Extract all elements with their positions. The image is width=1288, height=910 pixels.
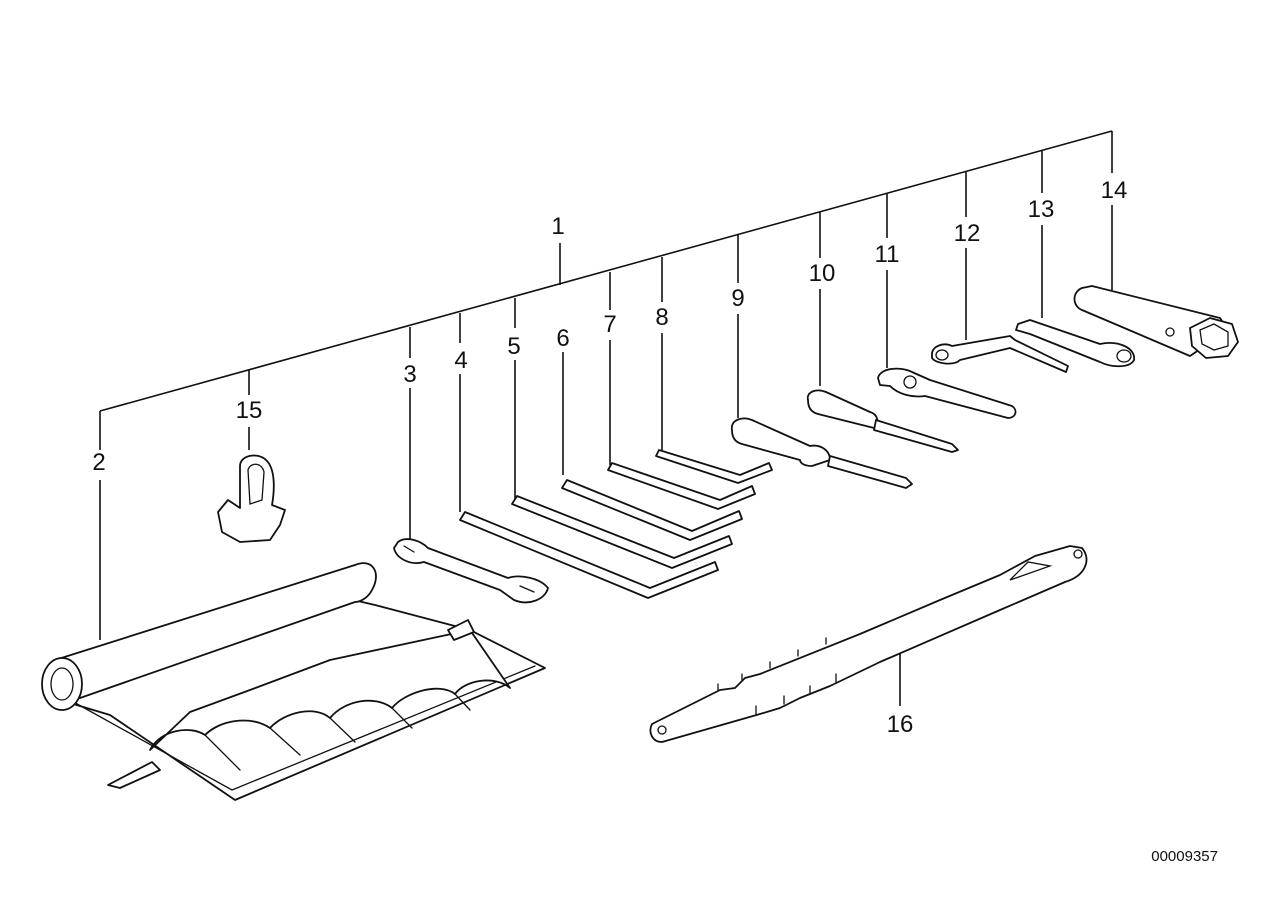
hook-spanner-hook	[903, 375, 917, 389]
callout-5: 5	[507, 333, 520, 360]
wrench-jaws	[403, 545, 535, 593]
callout-13: 13	[1028, 196, 1055, 223]
callout-10: 10	[809, 260, 836, 287]
hex-key-5	[511, 495, 733, 569]
pry-bar-part	[649, 545, 1088, 743]
screwdriver-part-9	[730, 417, 913, 489]
catalog-number: 00009357	[1151, 848, 1218, 865]
callout-12: 12	[954, 220, 981, 247]
tool-roll-tab	[107, 761, 161, 789]
hook-spanner-body	[877, 367, 1017, 419]
hook-spanner-part	[877, 367, 1017, 419]
callout-15: 15	[236, 397, 263, 424]
callout-6: 6	[556, 325, 569, 352]
tool-roll-tube	[54, 562, 377, 699]
pry-bar-slot	[1009, 561, 1053, 581]
tool-roll-pocket-seams	[204, 693, 471, 771]
clip-body	[217, 454, 286, 543]
clip-part	[217, 454, 286, 543]
hex-key-8	[655, 449, 773, 484]
screwdriver-10-shaft	[873, 419, 959, 453]
wrench-body	[393, 538, 549, 604]
pin-spanner-part	[1015, 319, 1135, 368]
callout-14: 14	[1101, 177, 1128, 204]
screwdriver-9-shaft	[827, 455, 913, 489]
pry-bar-notches	[717, 637, 837, 715]
hex-key-part-6	[561, 479, 743, 541]
leader-baseline	[99, 130, 1113, 412]
spark-plug-wrench-hex-inner	[1199, 323, 1229, 351]
pry-bar-hole-right	[1073, 549, 1083, 559]
hex-key-4	[459, 511, 719, 599]
callout-16: 16	[887, 711, 914, 738]
pin-spanner-body	[1015, 319, 1135, 368]
tool-roll-tube-end	[41, 657, 83, 711]
wrench-part	[393, 538, 549, 604]
socket-wrench-socket	[935, 349, 949, 361]
hex-key-part-4	[459, 511, 719, 599]
pry-bar-hole-left	[657, 725, 667, 735]
screwdriver-10-handle	[806, 389, 879, 429]
screwdriver-9-handle	[730, 417, 831, 467]
spark-plug-wrench-part	[1073, 285, 1239, 359]
pin-spanner-end	[1116, 349, 1132, 363]
callout-9: 9	[731, 285, 744, 312]
socket-wrench-part	[931, 335, 1069, 373]
socket-wrench-body	[931, 335, 1069, 373]
clip-slot	[247, 463, 265, 505]
callout-1: 1	[551, 213, 564, 240]
spark-plug-wrench-hex-end	[1189, 317, 1239, 359]
callout-11: 11	[875, 241, 900, 268]
callout-8: 8	[655, 304, 668, 331]
hex-key-part-8	[655, 449, 773, 484]
tool-roll-inner-edge	[69, 665, 536, 791]
pry-bar-body	[649, 545, 1088, 743]
tool-roll-buckle	[447, 619, 475, 641]
tool-roll-part	[41, 562, 546, 801]
hex-key-part-7	[607, 462, 756, 510]
hex-key-part-5	[511, 495, 733, 569]
hex-key-7	[607, 462, 756, 510]
screwdriver-part-10	[806, 389, 959, 453]
callout-4: 4	[454, 347, 467, 374]
tool-roll-tube-hole	[50, 667, 74, 701]
hex-key-6	[561, 479, 743, 541]
callout-2: 2	[92, 449, 105, 476]
callout-3: 3	[403, 361, 416, 388]
spark-plug-wrench-hole	[1165, 327, 1175, 337]
callout-7: 7	[603, 311, 616, 338]
